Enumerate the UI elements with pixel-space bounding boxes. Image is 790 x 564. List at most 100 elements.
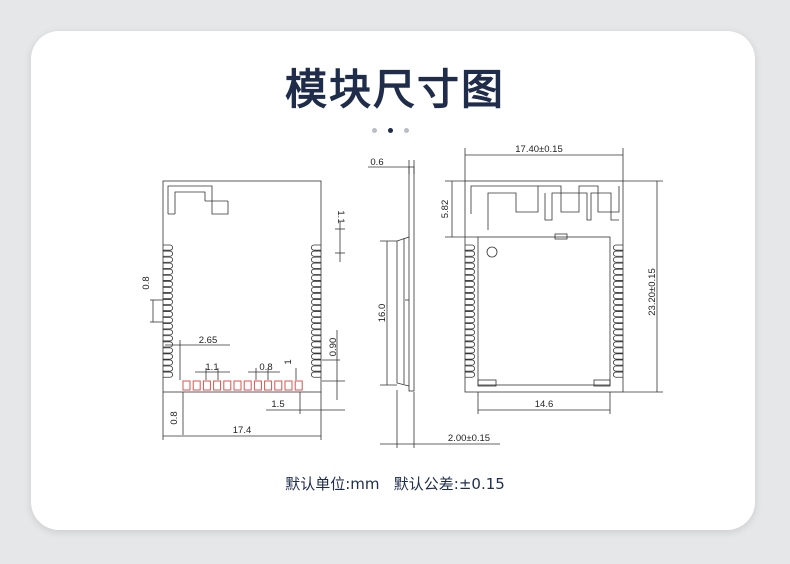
back-antenna-trace	[470, 185, 539, 230]
front-right-pads	[311, 244, 321, 378]
dim-front-pad-to-edge: 1.5	[271, 399, 284, 410]
front-bottom-pads	[182, 380, 303, 391]
content-card	[31, 31, 755, 530]
castellated-pad	[613, 256, 623, 263]
castellated-pad	[465, 274, 475, 281]
castellated-pad	[163, 371, 173, 378]
castellated-pad	[311, 286, 321, 293]
dim-front-pitch-vertical: 0.8	[141, 276, 152, 289]
castellated-pad	[163, 250, 173, 257]
castellated-pad	[613, 250, 623, 257]
footer-notes: 默认单位:mm 默认公差:±0.15	[0, 473, 790, 494]
dim-front-pad-height: 1.1	[335, 210, 346, 223]
bottom-pad	[274, 380, 283, 391]
castellated-pad	[465, 371, 475, 378]
castellated-pad	[311, 359, 321, 366]
castellated-pad	[311, 347, 321, 354]
front-view-outline	[162, 180, 322, 393]
back-left-pads	[465, 244, 475, 378]
castellated-pad	[465, 244, 475, 251]
castellated-pad	[311, 268, 321, 275]
back-view-outline	[464, 180, 624, 393]
bottom-pad	[253, 380, 262, 391]
carousel-dot-3[interactable]	[404, 128, 409, 133]
castellated-pad	[613, 317, 623, 324]
castellated-pad	[163, 335, 173, 342]
dim-front-pad-row-height: 0.90	[328, 338, 339, 357]
dim-back-width: 17.40±0.15	[515, 144, 562, 155]
castellated-pad	[163, 353, 173, 360]
castellated-pad	[465, 311, 475, 318]
castellated-pad	[613, 274, 623, 281]
bottom-pad	[192, 380, 201, 391]
castellated-pad	[163, 244, 173, 251]
castellated-pad	[311, 323, 321, 330]
castellated-pad	[613, 244, 623, 251]
castellated-pad	[311, 371, 321, 378]
castellated-pad	[163, 274, 173, 281]
castellated-pad	[311, 256, 321, 263]
castellated-pad	[465, 323, 475, 330]
dim-front-edge-offset: 2.65	[199, 335, 218, 346]
castellated-pad	[311, 280, 321, 287]
castellated-pad	[613, 353, 623, 360]
castellated-pad	[613, 347, 623, 354]
castellated-pad	[465, 299, 475, 306]
castellated-pad	[465, 335, 475, 342]
castellated-pad	[613, 329, 623, 336]
castellated-pad	[311, 274, 321, 281]
bottom-pad	[264, 380, 273, 391]
back-shield-can	[477, 236, 611, 386]
castellated-pad	[465, 280, 475, 287]
castellated-pad	[311, 293, 321, 299]
carousel-dots	[372, 127, 414, 135]
dim-side-thickness: 0.6	[370, 157, 383, 168]
castellated-pad	[613, 311, 623, 318]
castellated-pad	[465, 256, 475, 263]
castellated-pad	[311, 262, 321, 269]
page-title: 模块尺寸图	[284, 65, 505, 114]
castellated-pad	[311, 341, 321, 348]
castellated-pad	[163, 299, 173, 306]
carousel-dot-2[interactable]	[388, 128, 393, 133]
bottom-pad	[202, 380, 211, 391]
castellated-pad	[311, 329, 321, 336]
castellated-pad	[311, 335, 321, 342]
castellated-pad	[311, 299, 321, 306]
bottom-pad	[294, 380, 303, 391]
castellated-pad	[465, 365, 475, 372]
castellated-pad	[163, 305, 173, 312]
castellated-pad	[465, 262, 475, 269]
castellated-pad	[465, 268, 475, 275]
castellated-pad	[311, 353, 321, 360]
castellated-pad	[311, 317, 321, 324]
castellated-pad	[311, 311, 321, 318]
castellated-pad	[311, 250, 321, 257]
front-left-pads	[163, 244, 173, 378]
castellated-pad	[465, 353, 475, 360]
castellated-pad	[163, 365, 173, 372]
castellated-pad	[311, 305, 321, 312]
dim-back-antenna-height: 5.82	[440, 200, 451, 219]
dim-side-total-thickness: 2.00±0.15	[448, 433, 490, 444]
pin1-marker	[486, 246, 498, 258]
carousel-dot-1[interactable]	[372, 128, 377, 133]
castellated-pad	[613, 323, 623, 330]
castellated-pad	[465, 293, 475, 299]
castellated-pad	[163, 268, 173, 275]
castellated-pad	[163, 329, 173, 336]
dim-front-bottom-margin: 0.8	[169, 411, 180, 424]
castellated-pad	[311, 365, 321, 372]
castellated-pad	[163, 256, 173, 263]
castellated-pad	[613, 341, 623, 348]
castellated-pad	[163, 262, 173, 269]
castellated-pad	[163, 293, 173, 299]
dim-side-shield-height: 16.0	[377, 304, 388, 323]
castellated-pad	[613, 280, 623, 287]
dim-back-height: 23.20±0.15	[647, 268, 658, 315]
side-view	[368, 160, 500, 448]
castellated-pad	[465, 317, 475, 324]
castellated-pad	[613, 305, 623, 312]
castellated-pad	[465, 341, 475, 348]
